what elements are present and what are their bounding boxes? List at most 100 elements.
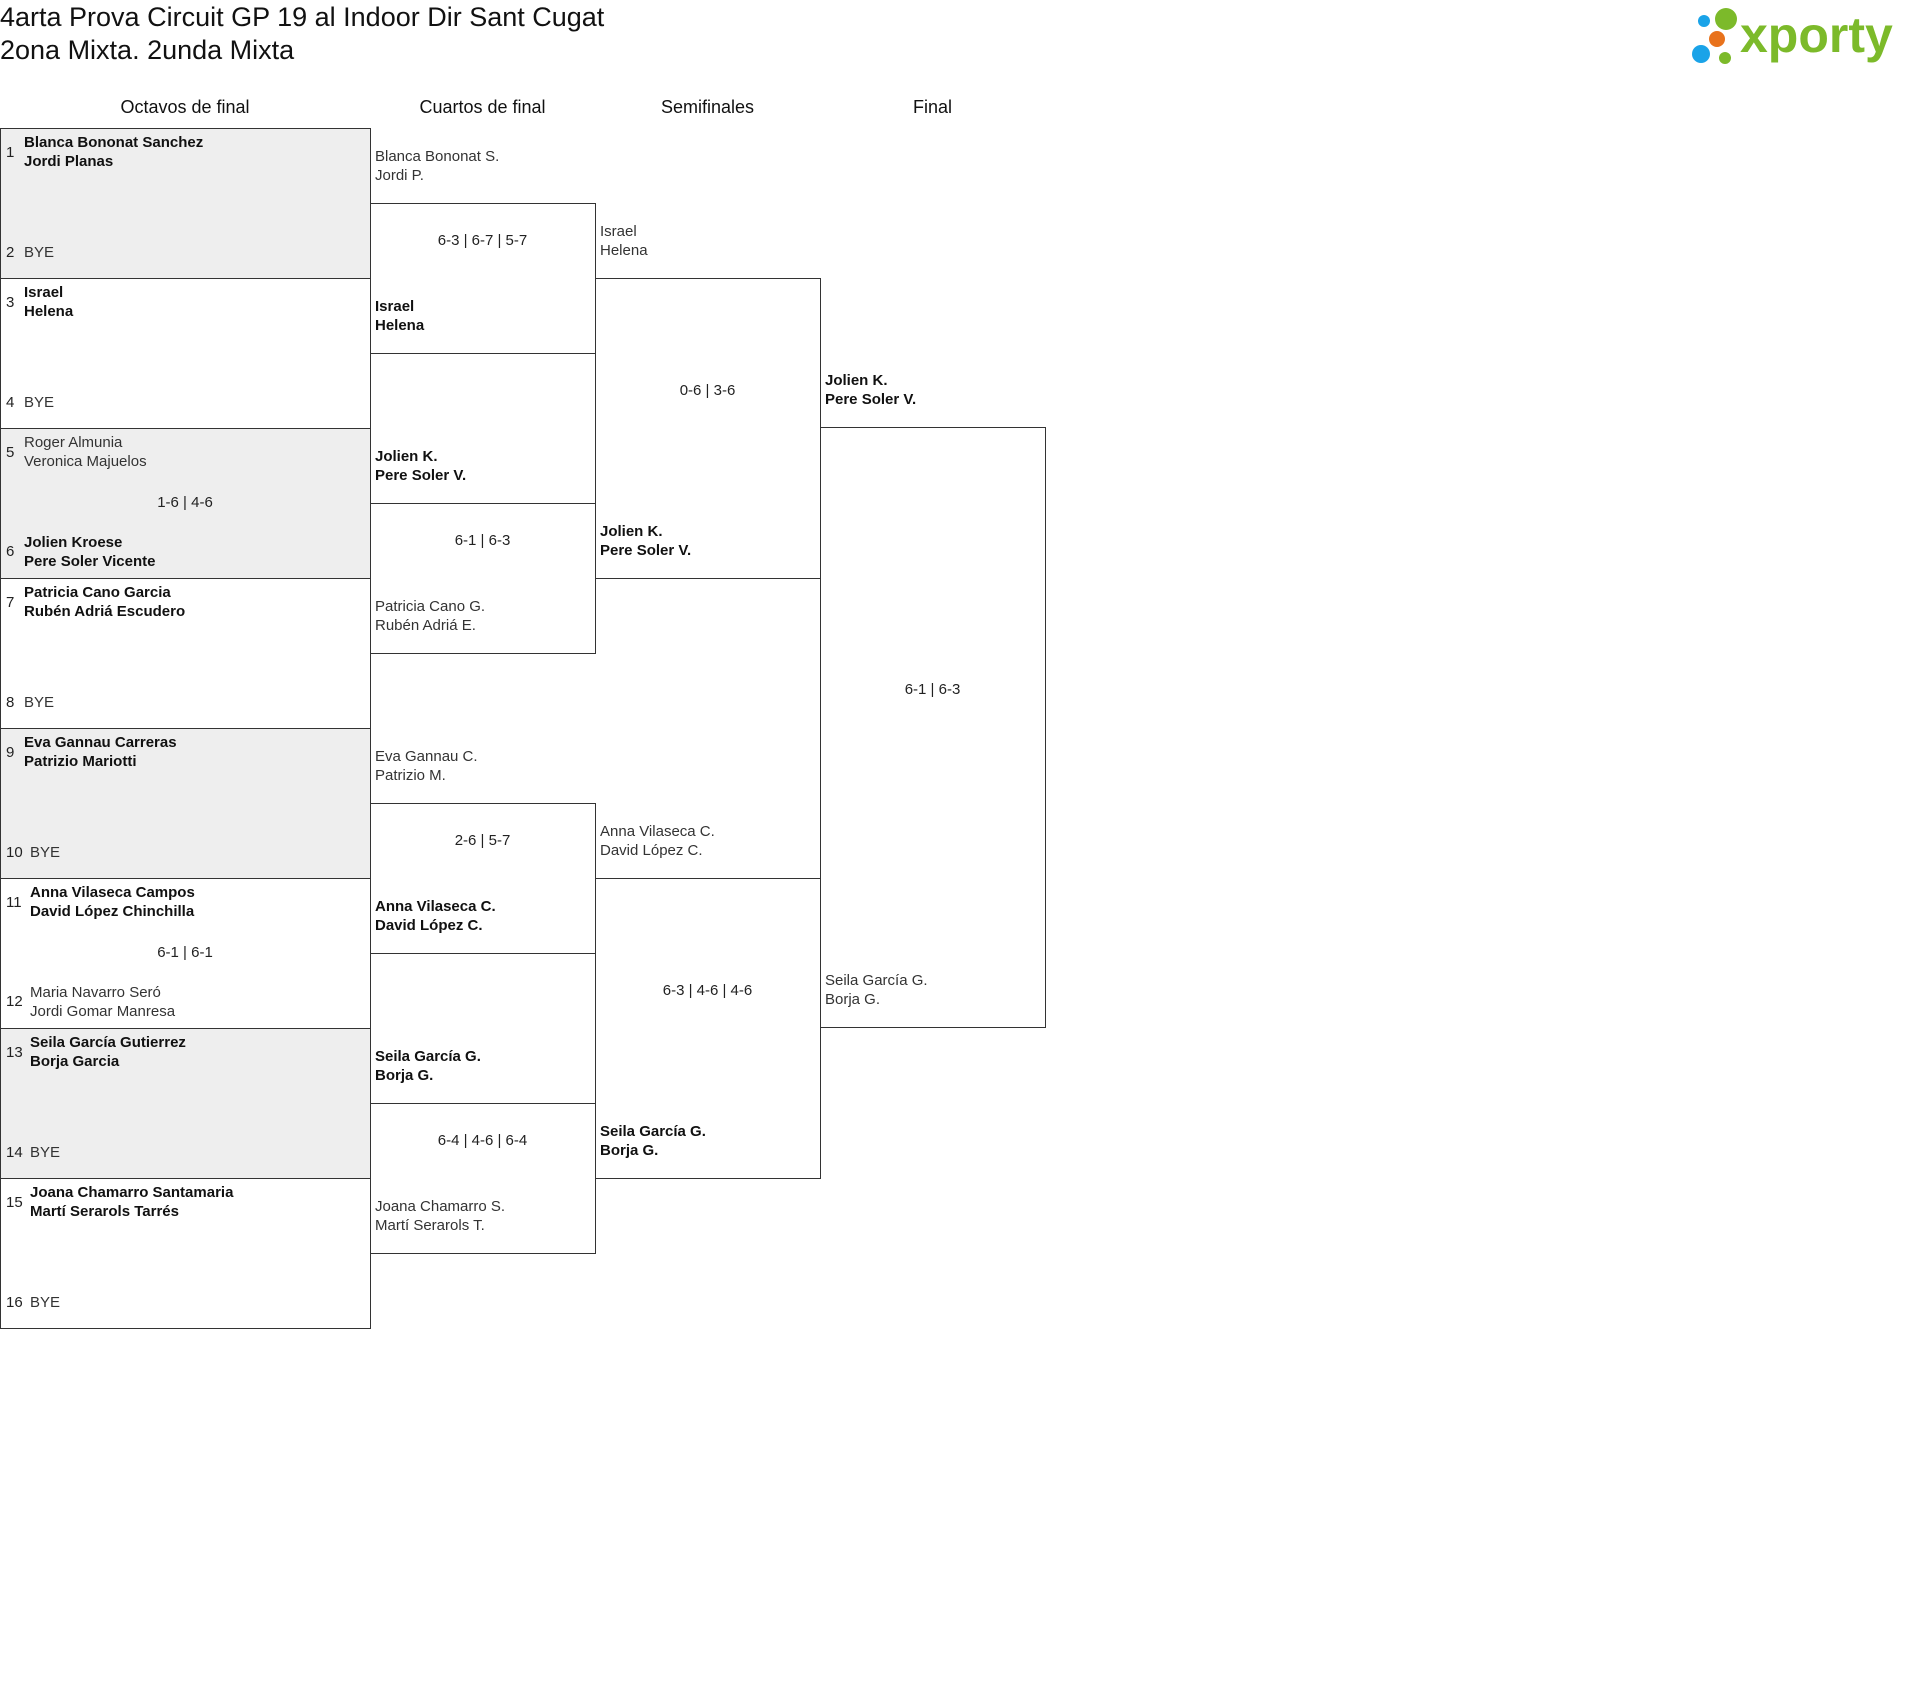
player-name: Jolien K.	[600, 523, 663, 540]
team-entry[interactable]: BYE	[30, 1293, 60, 1312]
player-name: Israel	[375, 298, 415, 315]
seed-number: 5	[6, 443, 15, 461]
match-score: 0-6 | 3-6	[679, 382, 736, 399]
logo-dot-green-small	[1719, 52, 1731, 64]
seed-number: 14	[6, 1143, 23, 1161]
match-box-round4[interactable]	[820, 427, 1046, 1028]
player-name: Helena	[600, 242, 648, 259]
player-name: Anna Vilaseca C.	[375, 898, 496, 915]
player-name: BYE	[24, 693, 55, 711]
player-name: Pere Soler V.	[375, 467, 467, 484]
team-entry[interactable]: Patricia Cano G. Rubén Adriá E.	[375, 597, 485, 635]
team-entry[interactable]: Eva Gannau C. Patrizio M.	[375, 747, 478, 785]
match-box-round3[interactable]	[595, 878, 821, 1179]
player-name: Helena	[24, 303, 74, 320]
team-entry[interactable]: Seila García G. Borja G.	[825, 971, 928, 1009]
team-entry[interactable]: Jolien K.Pere Soler V.	[600, 522, 691, 560]
player-name: Joana Chamarro S.	[375, 1198, 506, 1215]
match-box-r1[interactable]	[0, 728, 371, 879]
seed-number: 12	[6, 993, 23, 1010]
team-entry[interactable]: Seila García G. Borja G.	[375, 1047, 481, 1085]
seed-number: 4	[6, 393, 15, 411]
logo-dot-blue-large	[1692, 45, 1710, 63]
seed-number: 15	[6, 1193, 23, 1211]
player-name: Seila García G.	[375, 1048, 481, 1065]
seed-number: 6	[6, 543, 15, 560]
match-score: 2-6 | 5-7	[454, 832, 511, 849]
team-entry[interactable]: BYE	[24, 393, 54, 412]
player-name: Anna Vilaseca Campos	[30, 884, 195, 901]
team-entry[interactable]: Seila García G.Borja G.	[600, 1122, 706, 1160]
team-entry[interactable]: BYE	[24, 243, 54, 262]
player-name: Patricia Cano Garcia	[24, 584, 171, 601]
player-name: Joana Chamarro Santamaria	[30, 1184, 234, 1201]
player-name: Helena	[375, 317, 425, 334]
round-header-3: Semifinales	[660, 97, 755, 117]
player-name: Jordi Planas	[24, 153, 114, 170]
player-name: Patrizio M.	[375, 767, 446, 784]
player-name: Seila García G.	[825, 972, 928, 989]
seed-number: 13	[6, 1043, 23, 1061]
team-entry[interactable]: Anna Vilaseca C.David López C.	[600, 822, 715, 860]
player-name: Jolien K.	[825, 372, 888, 389]
team-entry[interactable]: Jolien K.Pere Soler V.	[375, 447, 466, 485]
player-name: Blanca Bononat Sanchez	[24, 134, 204, 151]
team-entry[interactable]: BYE	[30, 843, 60, 862]
player-name: David López Chinchilla	[30, 903, 195, 920]
xporty-logo[interactable]: xporty	[1690, 4, 1916, 68]
team-entry[interactable]: Joana Chamarro S. Martí Serarols T.	[375, 1197, 505, 1235]
seed-number: 16	[6, 1293, 23, 1311]
player-name: Borja Garcia	[30, 1053, 120, 1070]
player-name: Borja G.	[375, 1067, 434, 1084]
match-box-r1[interactable]	[0, 1028, 371, 1179]
player-name: Seila García G.	[600, 1123, 706, 1140]
player-name: Jordi Gomar Manresa	[30, 1002, 176, 1020]
player-name: Anna Vilaseca C.	[600, 823, 715, 840]
match-box-r1[interactable]	[0, 428, 371, 579]
seed-number: 3	[6, 293, 15, 311]
team-entry[interactable]: Jolien K.Pere Soler V.	[825, 371, 916, 409]
match-score: 6-1 | 6-1	[157, 944, 213, 961]
team-entry[interactable]: Blanca Bononat S.Jordi P.	[375, 147, 499, 185]
match-score: 6-3 | 4-6 | 4-6	[662, 982, 753, 999]
round-header-2: Cuartos de final	[419, 97, 546, 117]
logo-text: xporty	[1740, 7, 1893, 63]
round-header-1: Octavos de final	[120, 97, 250, 117]
team-entry[interactable]: BYE	[24, 693, 54, 712]
team-entry[interactable]: Anna Vilaseca C.David López C.	[375, 897, 496, 935]
player-name: Pere Soler Vicente	[24, 552, 156, 570]
seed-number: 10	[6, 843, 23, 861]
player-name: Rubén Adriá Escudero	[24, 603, 186, 620]
seed-number: 7	[6, 593, 15, 611]
player-name: Roger Almunia	[24, 434, 123, 451]
seed-number: 8	[6, 693, 15, 711]
match-score: 6-3 | 6-7 | 5-7	[437, 232, 528, 249]
logo-dot-blue-small	[1698, 15, 1710, 27]
player-name: Jolien Kroese	[24, 533, 123, 551]
player-name: BYE	[30, 843, 61, 861]
match-score: 1-6 | 4-6	[157, 494, 213, 511]
player-name: Maria Navarro Seró	[30, 983, 161, 1001]
player-name: Rubén Adriá E.	[375, 617, 476, 634]
player-name: BYE	[30, 1293, 61, 1311]
seed-number: 9	[6, 743, 15, 761]
team-entry[interactable]: BYE	[30, 1143, 60, 1162]
player-name: Borja G.	[825, 991, 881, 1008]
player-name: Veronica Majuelos	[24, 453, 147, 470]
player-name: Martí Serarols T.	[375, 1217, 485, 1234]
player-name: Patricia Cano G.	[375, 598, 486, 615]
match-box-r1[interactable]	[0, 128, 371, 279]
player-name: Eva Gannau C.	[375, 748, 478, 765]
